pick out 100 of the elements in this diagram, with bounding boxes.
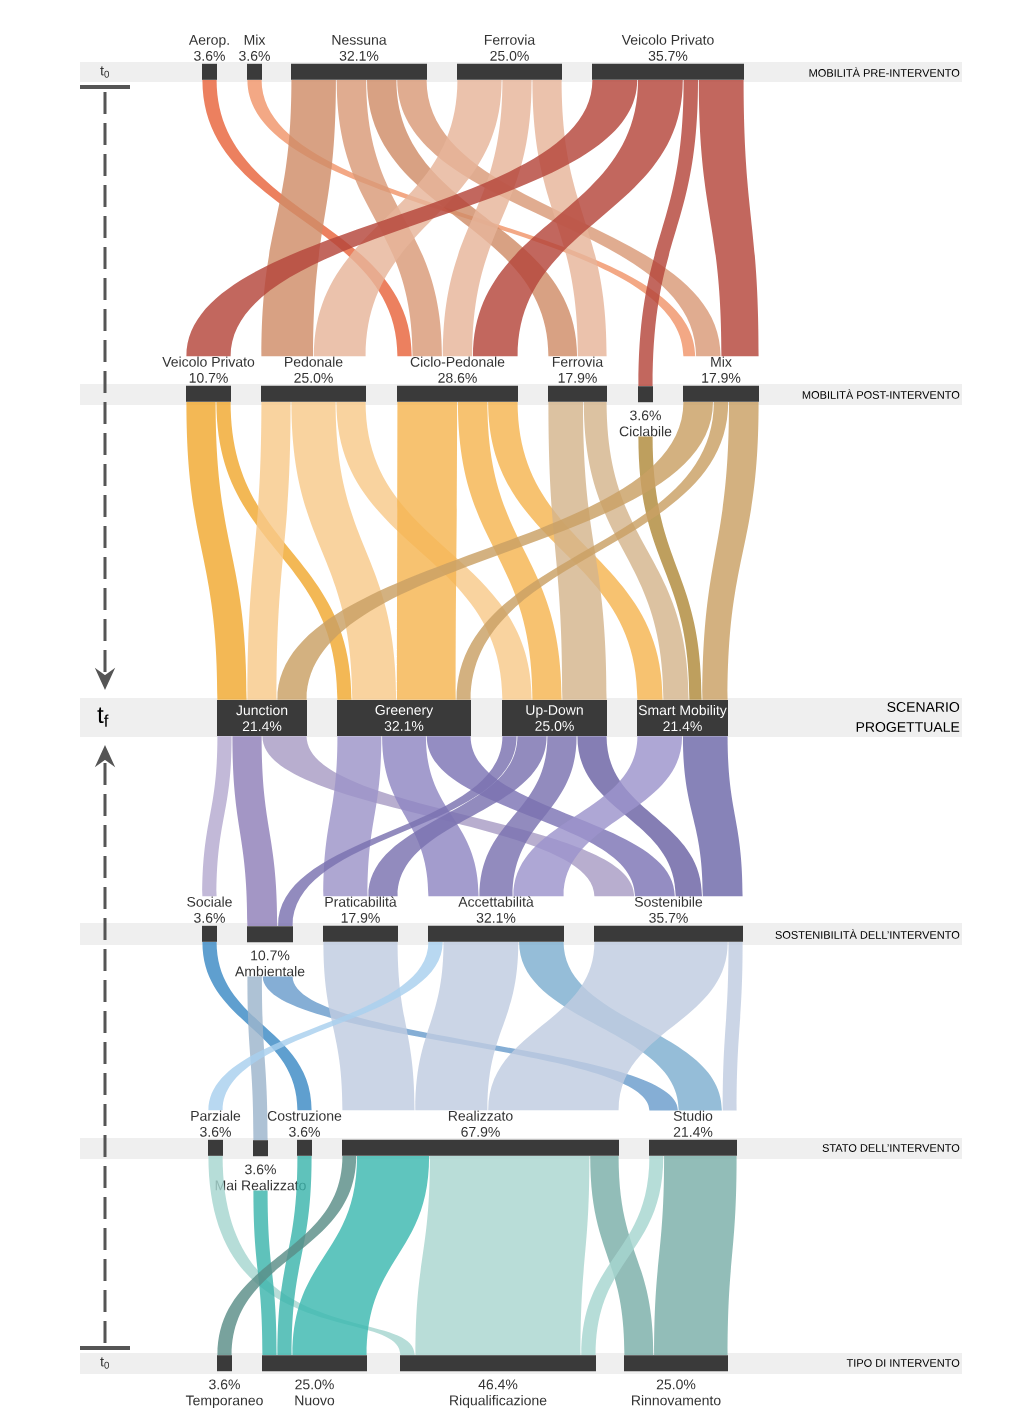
node-label: 3.6% xyxy=(194,912,225,923)
node-label: 46.4% xyxy=(478,1379,518,1390)
node-label: 35.7% xyxy=(648,50,688,61)
scenario-box: Smart Mobility 21.4% xyxy=(637,700,728,736)
node-label: Veicolo Privato xyxy=(162,356,255,367)
labeled-bar: Mix 3.6% xyxy=(239,34,270,80)
flow-ribbon xyxy=(368,736,547,897)
flow-ribbon xyxy=(702,402,759,700)
node-label: Aerop. xyxy=(188,35,229,48)
node-label: Ciclabile xyxy=(619,426,672,437)
labeled-bar: Ferrovia 17.9% xyxy=(548,356,607,402)
labeled-bar: 25.0% Nuovo xyxy=(262,1355,367,1406)
node-label: 28.6% xyxy=(438,372,477,383)
node-label: Ferrovia xyxy=(552,356,604,367)
flow-ribbon xyxy=(397,402,458,700)
flow-ribbon xyxy=(186,80,638,357)
scenario-box: Greenery 32.1% xyxy=(337,700,471,736)
flow-ribbon xyxy=(654,1156,737,1355)
node-label: 10.7% xyxy=(189,372,228,383)
flow-ribbon xyxy=(277,1156,312,1355)
flow-ribbon xyxy=(638,80,698,386)
node-label: 25.0% xyxy=(294,372,333,383)
row-label: MOBILITÀ PRE-INTERVENTO xyxy=(809,67,960,77)
flow-ribbon xyxy=(291,402,397,700)
node-label: 67.9% xyxy=(461,1126,500,1137)
node-label: 3.6% xyxy=(630,410,661,421)
time-label: t$_{0}$ xyxy=(100,1357,110,1369)
labeled-bar: 46.4% Riqualificazione xyxy=(400,1355,596,1409)
node-label: Nessuna xyxy=(332,35,387,45)
flow-ribbon xyxy=(590,1156,654,1355)
node-label: Realizzato xyxy=(448,1110,513,1121)
node-label: Ferrovia xyxy=(484,34,536,45)
flow-ribbon xyxy=(292,1156,430,1355)
node-label: Nuovo xyxy=(295,1395,335,1406)
flow-ribbon xyxy=(457,402,562,700)
flow-ribbon xyxy=(202,736,232,897)
node-label: Praticabilità xyxy=(325,896,397,907)
flow-ribbon xyxy=(323,736,382,897)
node-label: Veicolo Privato xyxy=(621,34,714,45)
flow-ribbon xyxy=(442,80,532,357)
flow-ribbon xyxy=(722,942,743,1111)
labeled-bar: Ciclo-Pedonale 28.6% xyxy=(397,356,518,402)
labeled-bar: Studio 21.4% xyxy=(649,1110,737,1156)
labeled-bar: 3.6% Ciclabile xyxy=(619,386,672,437)
node-label: 3.6% xyxy=(239,50,270,61)
flow-ribbon xyxy=(456,402,729,700)
labeled-bar: 10.7% Ambientale xyxy=(235,926,305,977)
labeled-bar: Ferrovia 25.0% xyxy=(457,34,562,80)
node-label: Ambientale xyxy=(235,966,305,977)
labeled-bar: Parziale 3.6% xyxy=(191,1110,241,1156)
time-label: t$_{0}$ xyxy=(100,66,110,78)
flow-ribbon xyxy=(217,1156,357,1355)
flow-ribbon xyxy=(323,942,415,1111)
node-label: Riqualificazione xyxy=(450,1395,547,1409)
scenario-box: Junction 21.4% xyxy=(217,700,307,736)
flow-ribbon xyxy=(682,736,743,897)
labeled-bar: Mix 17.9% xyxy=(683,356,759,402)
flow-ribbon xyxy=(232,736,278,926)
flow-ribbon xyxy=(415,1156,590,1355)
flow-ribbon xyxy=(247,402,291,700)
node-label: 3.6% xyxy=(200,1126,231,1137)
node-label: Ciclo-Pedonale xyxy=(410,356,505,367)
node-label: 17.9% xyxy=(702,372,741,383)
flow-ribbon xyxy=(278,736,517,926)
labeled-bar: Sociale 3.6% xyxy=(187,896,232,942)
node-label: Pedonale xyxy=(285,356,343,367)
node-label: 3.6% xyxy=(289,1126,320,1137)
node-label: Costruzione xyxy=(267,1110,342,1121)
node-label: 17.9% xyxy=(558,372,597,383)
node-label: 3.6% xyxy=(209,1379,240,1390)
node-label: Sostenibile xyxy=(634,896,703,907)
flow-ribbon xyxy=(473,80,683,357)
row-label: TIPO DI INTERVENTO xyxy=(846,1359,960,1367)
flow-ribbon xyxy=(261,80,336,357)
labeled-bar: Nessuna 32.1% xyxy=(291,35,427,80)
flow-ribbon xyxy=(698,80,759,357)
node-label: Mix xyxy=(244,34,266,45)
node-label: 32.1% xyxy=(476,912,516,923)
node-label: Accettabilità xyxy=(458,896,534,907)
node-label: Studio xyxy=(673,1110,713,1121)
flow-ribbon xyxy=(583,402,689,700)
labeled-bar: 3.6% Temporaneo xyxy=(185,1355,263,1409)
row-label: STATO DELL’INTERVENTO xyxy=(822,1144,960,1152)
node-label: 25.0% xyxy=(490,50,529,61)
labeled-bar: Sostenibile 35.7% xyxy=(594,896,743,942)
node-label: Sociale xyxy=(187,896,232,907)
node-label: Mix xyxy=(711,356,732,367)
node-label: 21.4% xyxy=(673,1126,713,1137)
labeled-bar: Realizzato 67.9% xyxy=(342,1110,619,1156)
scenario-box: Up-Down 25.0% xyxy=(502,700,607,736)
flow-ribbon xyxy=(479,736,577,897)
flow-ribbon xyxy=(548,402,607,700)
flow-ribbon xyxy=(581,1156,664,1355)
flow-ribbon xyxy=(186,402,247,700)
labeled-bar: Accettabilità 32.1% xyxy=(428,896,564,942)
flow-ribbon xyxy=(247,976,268,1140)
node-label: Temporaneo xyxy=(185,1395,263,1409)
flow-ribbon xyxy=(277,402,713,700)
labeled-bar: Praticabilità 17.9% xyxy=(323,896,398,942)
flow-ribbon xyxy=(253,1190,277,1355)
